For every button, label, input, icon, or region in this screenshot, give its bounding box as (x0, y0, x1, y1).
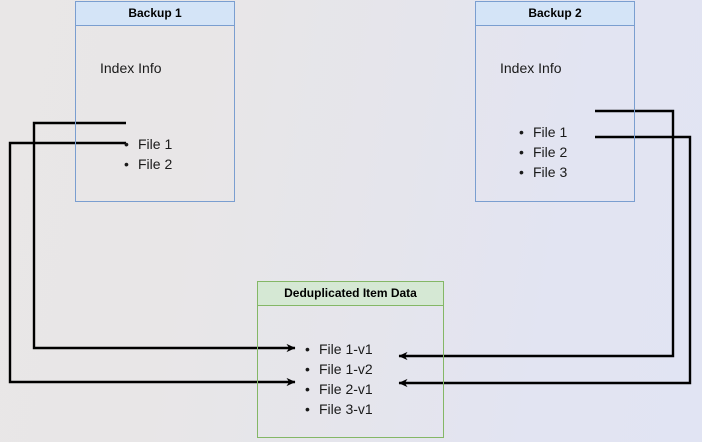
backup-2-file-item[interactable]: File 2 (517, 142, 567, 162)
dedup-file-item[interactable]: File 1-v1 (303, 339, 373, 359)
node-backup-1-title: Backup 1 (76, 2, 234, 26)
dedup-file-list: File 1-v1 File 1-v2 File 2-v1 File 3-v1 (303, 339, 373, 419)
backup-2-file-list: File 1 File 2 File 3 (517, 122, 567, 182)
dedup-file-item[interactable]: File 2-v1 (303, 379, 373, 399)
node-backup-2-body: Index Info File 1 File 2 File 3 (476, 26, 634, 201)
backup-2-index-info-label: Index Info (500, 60, 562, 76)
backup-1-file-list: File 1 File 2 (122, 134, 172, 174)
node-backup-2-title: Backup 2 (476, 2, 634, 26)
node-deduplicated-item-data-body: File 1-v1 File 1-v2 File 2-v1 File 3-v1 (258, 306, 443, 437)
dedup-file-item[interactable]: File 3-v1 (303, 399, 373, 419)
node-backup-2[interactable]: Backup 2 Index Info File 1 File 2 File 3 (475, 1, 635, 202)
backup-2-file-item[interactable]: File 1 (517, 122, 567, 142)
node-deduplicated-item-data[interactable]: Deduplicated Item Data File 1-v1 File 1-… (257, 281, 444, 438)
backup-1-file-item[interactable]: File 1 (122, 134, 172, 154)
backup-2-file-item[interactable]: File 3 (517, 162, 567, 182)
node-backup-1[interactable]: Backup 1 Index Info File 1 File 2 (75, 1, 235, 202)
backup-1-file-item[interactable]: File 2 (122, 154, 172, 174)
dedup-file-item[interactable]: File 1-v2 (303, 359, 373, 379)
backup-1-index-info-label: Index Info (100, 60, 162, 76)
node-deduplicated-item-data-title: Deduplicated Item Data (258, 282, 443, 306)
node-backup-1-body: Index Info File 1 File 2 (76, 26, 234, 201)
